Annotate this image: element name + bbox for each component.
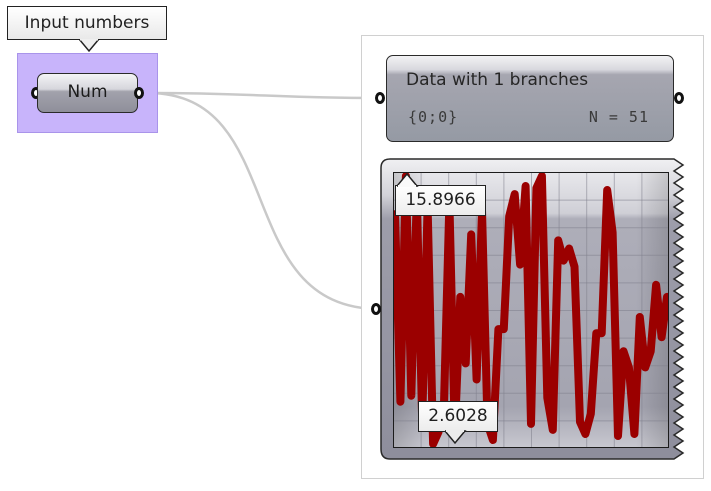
max-tag-pointer [397, 172, 419, 187]
data-output-grip[interactable] [674, 92, 684, 104]
branch-path: {0;0} [408, 108, 459, 126]
min-tag-pointer [445, 430, 467, 445]
input-tooltip: Input numbers [7, 6, 167, 40]
wire-to-data[interactable] [147, 91, 381, 100]
graph-input-grip[interactable] [371, 303, 381, 315]
data-parameter[interactable]: Data with 1 branches {0;0} N = 51 [386, 55, 674, 142]
data-input-grip[interactable] [375, 92, 385, 104]
wire-to-graph[interactable] [147, 91, 381, 311]
item-count: N = 51 [588, 108, 649, 126]
max-value-tag: 15.8966 [395, 185, 486, 216]
min-value-tag: 2.6028 [418, 401, 498, 432]
number-parameter[interactable]: Num [37, 73, 138, 113]
data-title: Data with 1 branches [406, 70, 589, 90]
num-output-grip[interactable] [134, 87, 144, 99]
